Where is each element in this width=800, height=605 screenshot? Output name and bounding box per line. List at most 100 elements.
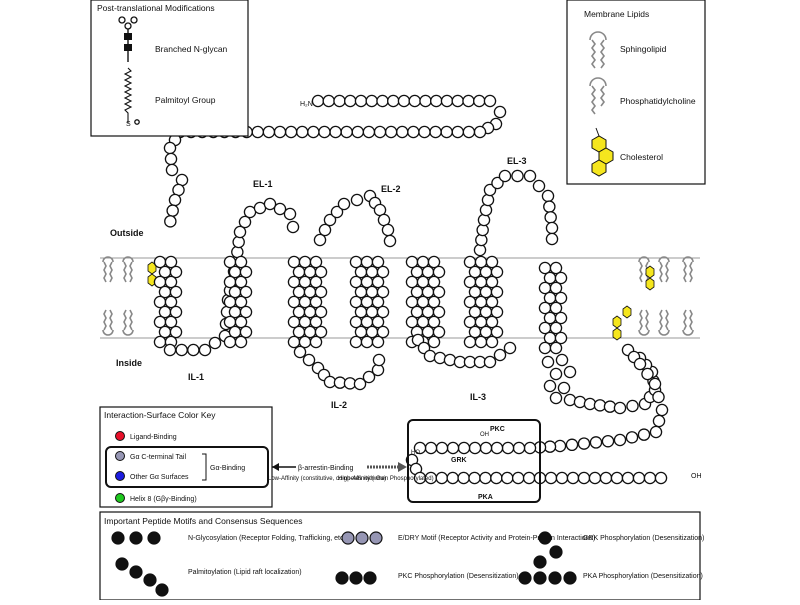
other-ga-swatch (115, 471, 125, 481)
outside-label: Outside (110, 228, 144, 238)
el2-residue (337, 197, 351, 211)
c-terminal-residue (643, 471, 657, 485)
tm1-residue (153, 335, 167, 349)
helix8-residue (543, 379, 557, 393)
c-terminal-residue (613, 401, 627, 415)
lipid-glyph (658, 256, 670, 283)
el2-residue (313, 233, 327, 247)
tm5-residue (427, 295, 441, 309)
n-terminal-residue (295, 125, 309, 139)
tm1-residue (169, 325, 183, 339)
tm6-residue (490, 305, 504, 319)
c-terminal-residue (457, 471, 470, 485)
c-terminal-residue (589, 436, 603, 449)
cholesterol-glyph (612, 327, 622, 341)
ptm-title: Post-translational Modifications (97, 3, 215, 13)
edry-motif-bead (341, 531, 355, 545)
nglycan-icon (118, 16, 138, 62)
c-terminal-residue (566, 471, 580, 485)
edry-motif-bead (355, 531, 369, 545)
tm3-residue (309, 315, 323, 329)
c-terminal-residue (648, 377, 662, 391)
tm6-residue (490, 285, 504, 299)
palmitoyl-label: Palmitoyl Group (155, 95, 216, 105)
tm2-residue (223, 335, 237, 349)
tm5-residue (432, 285, 446, 299)
tm1-residue (164, 255, 178, 269)
tm3-residue (287, 335, 301, 349)
pka-motif-bead (533, 571, 547, 585)
el3-residue (498, 169, 512, 183)
nglyc-motif-bead (147, 531, 161, 545)
lipid-glyph (102, 256, 114, 283)
n-terminal-residue (407, 125, 420, 139)
cholesterol-glyph (612, 315, 622, 329)
c-terminal-residue (544, 471, 558, 485)
arrestin-binding: β-arrestin-Binding Low-Affinity (constit… (268, 462, 434, 482)
el3-residue (543, 200, 556, 213)
tm2-residue (234, 255, 248, 269)
n-terminal-residue (408, 94, 421, 108)
c-terminal-residue (512, 441, 526, 455)
n-terminal-residue (386, 94, 400, 108)
c-terminal-residue (501, 441, 515, 455)
n-terminal-residue (163, 141, 177, 155)
n-terminal-residue (365, 94, 378, 108)
tm7-residue (554, 331, 568, 345)
membrane-lipids (102, 256, 694, 341)
tm7-residue (549, 341, 563, 355)
el1-residue (238, 215, 252, 229)
il3-residue (443, 353, 457, 367)
c-terminal-residue (479, 471, 492, 485)
tm6-residue (463, 335, 477, 349)
c-terminal-residue (633, 357, 647, 371)
pka-motif-bead (518, 571, 532, 585)
il3-label: IL-3 (470, 392, 486, 402)
el1-residue (283, 207, 297, 221)
tm4-residue (371, 315, 385, 329)
key-other-ga: Other Gα Surfaces (130, 474, 189, 481)
el1-label: EL-1 (253, 179, 273, 189)
tm3-residue (314, 285, 328, 299)
el3-residue (532, 179, 546, 193)
tm4-residue (376, 265, 390, 279)
lipid-glyph (122, 256, 134, 283)
tm3-residue (309, 295, 323, 309)
c-terminal-residue (457, 441, 471, 455)
il3-residue (483, 355, 497, 369)
tm6-residue (485, 275, 499, 289)
el3-residue (545, 221, 559, 235)
cholesterol-glyph (622, 305, 632, 319)
il2-residue (372, 353, 386, 367)
il3-residue (503, 341, 517, 355)
n-terminal-residue (318, 125, 331, 139)
tm5-residue (432, 325, 446, 339)
n-terminal-residue (351, 125, 365, 139)
n-terminal-residue (333, 94, 346, 108)
key-helix8: Helix 8 (Gβγ-Binding) (130, 496, 197, 503)
c-terminal-residue (599, 471, 613, 485)
c-terminal-residue (654, 471, 668, 485)
tm6-residue (485, 295, 499, 309)
el3-residue (491, 176, 504, 190)
n-terminal-residue (251, 125, 265, 139)
el1-residue (163, 343, 177, 357)
c-terminal-residue (565, 438, 579, 452)
tm7-residue (549, 301, 563, 315)
tm2-residue (239, 325, 253, 339)
el1-residue (198, 343, 212, 357)
phosphatidylcholine-label: Phosphatidylcholine (620, 96, 696, 106)
il3-residue (493, 348, 507, 362)
tm3-residue (314, 325, 328, 339)
pkc-motif-bead (363, 571, 377, 585)
c-terminal-residue (563, 393, 577, 407)
oh-label: OH (480, 432, 489, 438)
lipid-glyph (658, 309, 670, 336)
nglyc-motif-bead (129, 531, 143, 545)
n-terminal-residue (329, 125, 342, 139)
grk-motif-bead (533, 555, 547, 569)
tm5-residue (432, 305, 446, 319)
el3-residue (511, 169, 524, 183)
n-terminal-residue (311, 94, 325, 108)
el1-residue (263, 197, 277, 211)
